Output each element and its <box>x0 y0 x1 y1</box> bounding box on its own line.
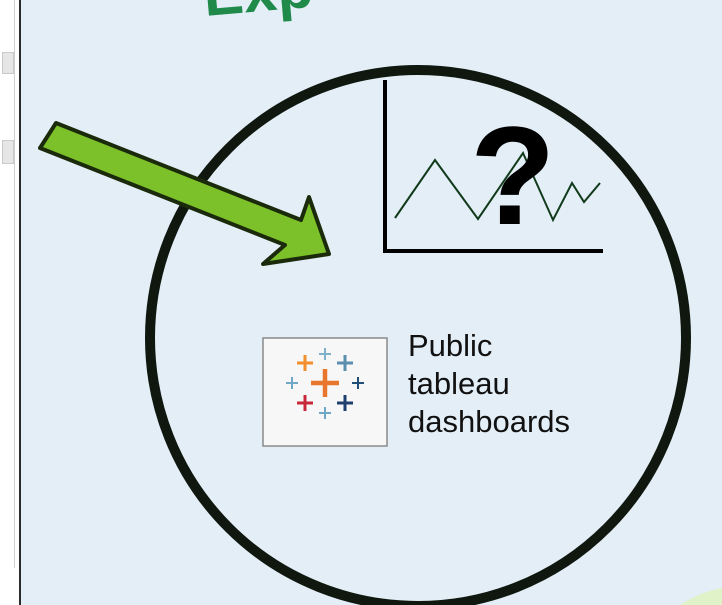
scroll-handle-top <box>2 52 14 74</box>
focus-circle <box>145 65 691 605</box>
question-mark-icon: ? <box>470 97 556 254</box>
caption-line: Public <box>408 328 493 363</box>
caption-line: dashboards <box>408 404 571 439</box>
scroll-handle-middle <box>2 140 14 164</box>
explore-panel <box>19 0 722 605</box>
left-panel-edge <box>0 0 15 568</box>
banner-title: Exp <box>200 0 315 29</box>
corner-shape <box>680 588 722 605</box>
caption-line: tableau <box>408 366 510 401</box>
tableau-caption: Public tableau dashboards <box>408 327 570 441</box>
line-chart-question-icon: ? <box>383 80 603 254</box>
pointer-arrow-icon <box>38 121 331 266</box>
tableau-logo-icon <box>262 337 388 447</box>
